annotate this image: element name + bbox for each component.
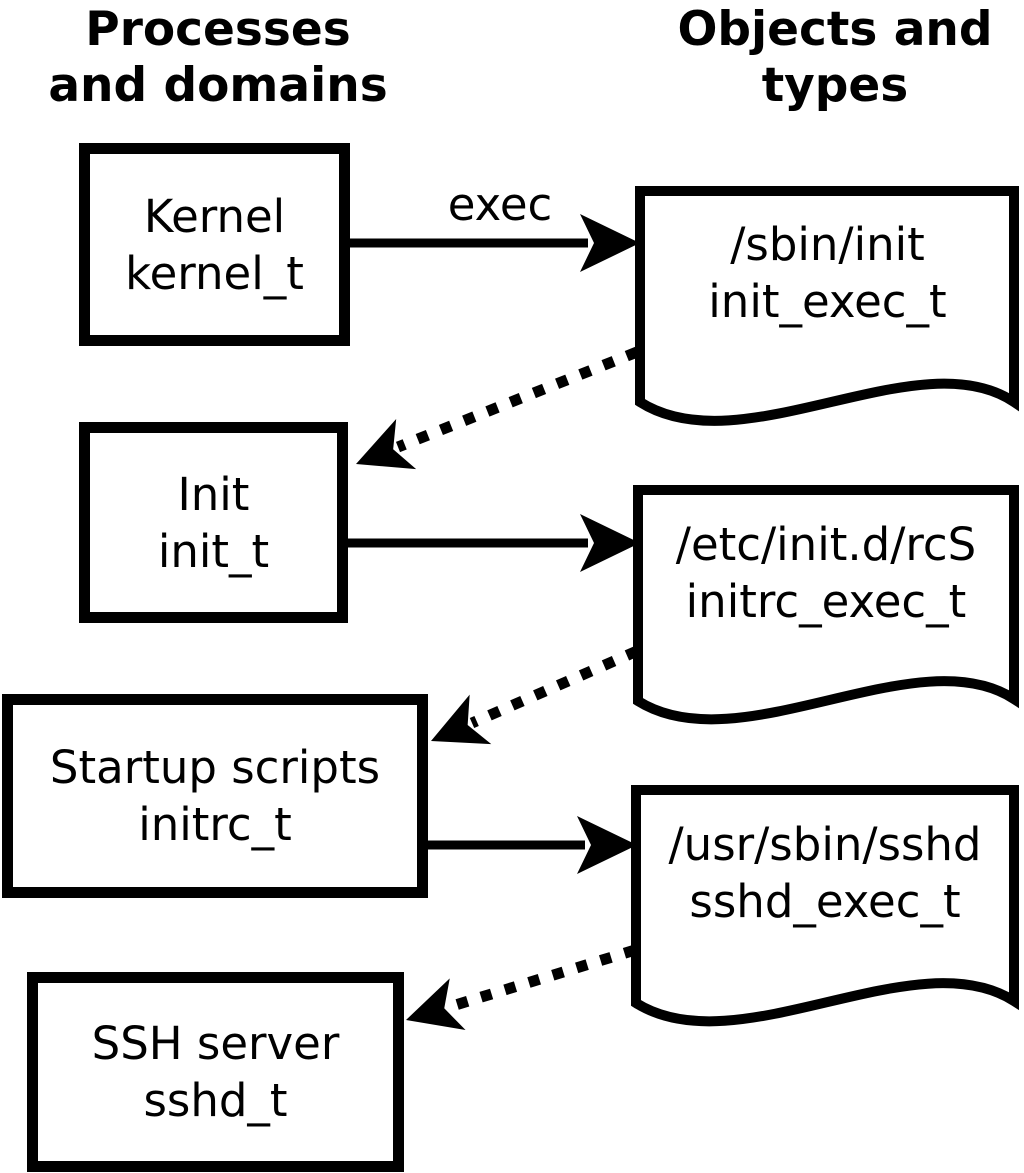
left-column-header: Processes and domains <box>48 2 388 113</box>
right-column-header: Objects and types <box>677 2 993 113</box>
document-shape-etc-initd-rcs <box>633 485 1019 725</box>
transition-arrow-sshdexec-to-sshd <box>406 944 637 1031</box>
process-domain-type: initrc_t <box>138 798 292 851</box>
transition-arrow-initrcexec-to-initrc <box>431 645 640 745</box>
object-path: /usr/sbin/sshd <box>668 818 982 871</box>
object-doc-label-etc-initd-rcs: /etc/init.d/rcS initrc_exec_t <box>638 516 1014 630</box>
document-shape-usr-sbin-sshd <box>631 785 1019 1027</box>
exec-arrow-initrc-to-sshd <box>423 816 637 874</box>
object-type: init_exec_t <box>708 275 947 328</box>
document-shape-sbin-init <box>635 186 1019 426</box>
object-path: /etc/init.d/rcS <box>675 518 977 571</box>
exec-arrow-label: exec <box>447 178 553 231</box>
process-domain-type: init_t <box>157 524 270 578</box>
process-domain-type: kernel_t <box>125 246 304 300</box>
process-name: Kernel <box>143 189 286 243</box>
object-doc-label-sbin-init: /sbin/init init_exec_t <box>640 216 1015 330</box>
transition-arrow-initexec-to-init <box>356 346 640 470</box>
process-name: Startup scripts <box>49 741 381 794</box>
exec-arrow-init-to-rcs <box>347 514 640 572</box>
object-type: sshd_exec_t <box>689 875 961 928</box>
object-doc-label-usr-sbin-sshd: /usr/sbin/sshd sshd_exec_t <box>636 816 1014 930</box>
process-name: Init <box>177 467 250 521</box>
process-box-kernel: Kernel kernel_t <box>79 143 350 346</box>
object-type: initrc_exec_t <box>685 575 967 628</box>
process-domain-type: sshd_t <box>143 1074 288 1127</box>
process-box-startup-scripts: Startup scripts initrc_t <box>2 694 428 898</box>
exec-arrow-kernel-to-init <box>349 214 640 272</box>
process-box-init: Init init_t <box>79 422 348 623</box>
process-box-ssh-server: SSH server sshd_t <box>27 972 404 1172</box>
object-path: /sbin/init <box>730 218 925 271</box>
process-name: SSH server <box>91 1017 340 1070</box>
